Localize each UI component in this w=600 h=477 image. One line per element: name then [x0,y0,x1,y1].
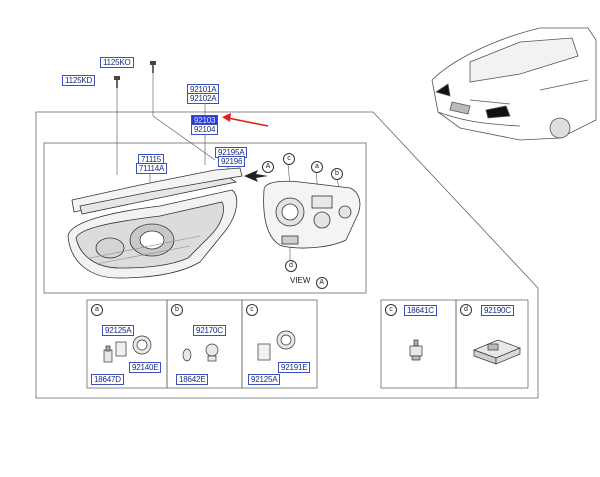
subbox-b-tag: b [171,304,183,316]
callout-c-rear: c [283,153,295,165]
bulb-18641c-icon [409,339,423,361]
headlamp-assembly-icon [67,189,238,279]
bolt-1125kd-icon [114,76,120,88]
part-label-92125a-c[interactable]: 92125A [248,374,281,385]
callout-d-rear: d [285,260,297,272]
bulb-18642e-icon [182,348,192,362]
subbox-c-right-tag: c [385,304,397,316]
part-label-92125a-a[interactable]: 92125A [102,325,135,336]
part-label-1125ko[interactable]: 1125KO [100,57,134,68]
part-label-18642e[interactable]: 18642E [176,374,209,385]
part-label-92104[interactable]: 92104 [191,124,219,135]
seal-92125a-a-icon [115,341,127,357]
main-frame [35,111,539,399]
subbox-c [241,299,318,389]
bolt-1125ko-icon [150,61,156,73]
socket-92170c-icon [205,343,219,362]
part-label-92102a[interactable]: 92102A [187,93,220,104]
part-label-1125kd[interactable]: 1125KD [62,75,96,86]
subbox-d-tag: d [460,304,472,316]
gasket-strip [71,167,243,215]
callout-a-rear: a [311,161,323,173]
part-label-18647d[interactable]: 18647D [91,374,124,385]
part-label-92196[interactable]: 92196 [218,156,246,167]
vehicle-suv-icon [431,27,597,141]
bulb-18647d-icon [103,345,113,363]
part-label-92191e[interactable]: 92191E [278,362,311,373]
part-label-92190c[interactable]: 92190C [481,305,514,316]
leader-lines [116,67,343,260]
view-label-callout: A [315,277,328,289]
cap-92191e-icon [276,330,296,350]
subbox-c-tag: c [246,304,258,316]
view-label: VIEW A [290,276,328,289]
view-arrow-icon [244,170,268,182]
callout-b-rear: b [331,168,343,180]
ballast-92190c-icon [473,339,521,365]
part-label-92170c[interactable]: 92170C [193,325,226,336]
headlamp-rear-view-icon [263,180,361,249]
seal-92125a-c-icon [257,343,271,361]
part-label-18641c[interactable]: 18641C [404,305,437,316]
cap-92140e-icon [132,335,152,355]
callout-view-a: A [262,161,274,173]
part-label-71114a[interactable]: 71114A [136,163,168,174]
view-label-text: VIEW [290,276,311,285]
subbox-a-tag: a [91,304,103,316]
highlight-arrow [222,113,269,127]
part-label-92140e[interactable]: 92140E [129,362,162,373]
subbox-d [455,299,529,389]
